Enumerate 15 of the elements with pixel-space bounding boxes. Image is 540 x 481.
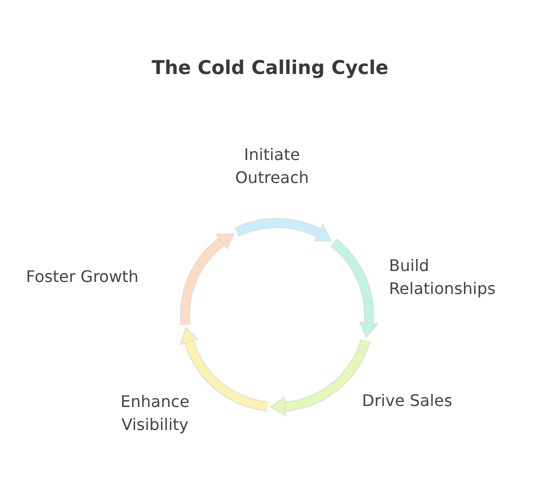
stage-label: Foster Growth <box>26 266 140 288</box>
arrow <box>358 300 379 338</box>
stage-label: Drive Sales <box>362 390 454 412</box>
stage-label: Enhance Visibility <box>120 391 190 436</box>
arc-segment <box>194 360 268 412</box>
diagram-title: The Cold Calling Cycle <box>150 56 390 81</box>
arrow <box>180 326 204 368</box>
stage-label: Build Relationships <box>389 255 497 300</box>
arc-segment <box>330 238 373 304</box>
stage-label: Initiate Outreach <box>234 144 310 189</box>
arrow <box>270 396 312 417</box>
arrow <box>296 220 332 242</box>
arc-segment <box>234 218 300 237</box>
arrow <box>206 233 235 256</box>
arc-segment <box>180 248 215 325</box>
